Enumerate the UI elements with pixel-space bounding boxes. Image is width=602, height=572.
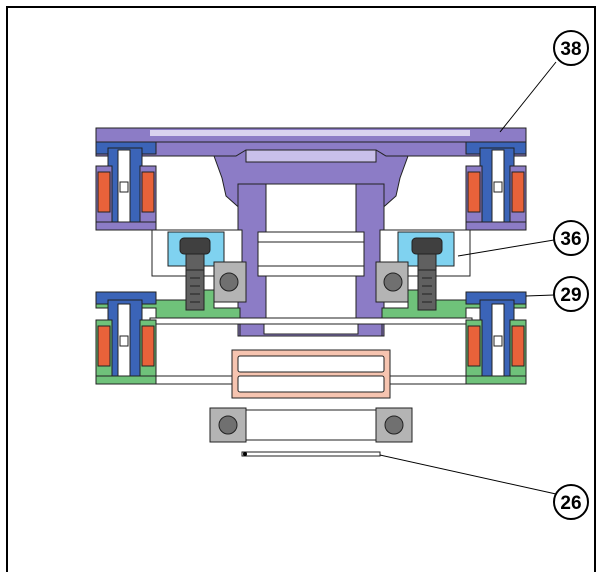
retaining-ring bbox=[241, 451, 381, 457]
lower-right-roller-clamp bbox=[465, 291, 527, 385]
callout-38: 38 bbox=[499, 30, 589, 133]
lower-left-roller-clamp bbox=[95, 291, 157, 385]
callout-26-label: 26 bbox=[560, 493, 581, 514]
callout-29: 29 bbox=[525, 276, 589, 312]
top-right-roller-clamp bbox=[465, 141, 527, 231]
callout-26: 26 bbox=[379, 454, 589, 520]
callout-29-label: 29 bbox=[560, 285, 581, 306]
lower-ball-bearing bbox=[209, 407, 413, 443]
callout-38-label: 38 bbox=[560, 39, 581, 60]
callout-36: 36 bbox=[457, 220, 589, 257]
top-gear-housing bbox=[95, 127, 527, 337]
top-left-roller-clamp bbox=[95, 141, 157, 231]
callout-36-label: 36 bbox=[560, 229, 581, 250]
pink-seal-stack bbox=[231, 349, 391, 399]
